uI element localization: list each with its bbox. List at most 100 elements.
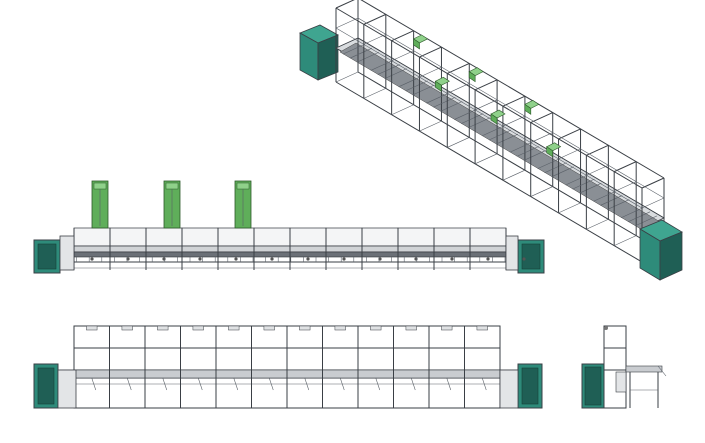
plan-conveyor-belt xyxy=(59,369,519,379)
iso-module-side xyxy=(468,71,476,83)
iso-roller xyxy=(551,166,574,178)
front-module-head xyxy=(236,182,250,190)
iso-gantry-mid xyxy=(447,83,470,94)
iso-cross-brace xyxy=(558,202,581,214)
iso-gantry-mid xyxy=(530,132,553,143)
isometric-view xyxy=(299,0,683,281)
plan-arm xyxy=(91,377,97,391)
front-cabinet-right xyxy=(517,239,545,274)
iso-roller xyxy=(627,211,651,223)
front-roller xyxy=(234,257,238,261)
plan-arm xyxy=(446,377,452,391)
plan-bracket xyxy=(476,325,488,331)
side-bracket xyxy=(615,371,627,393)
front-panel xyxy=(109,227,147,247)
iso-bottom-rail xyxy=(357,71,665,253)
iso-gantry-mid xyxy=(419,66,442,78)
plan-arm xyxy=(233,377,239,391)
iso-module-side xyxy=(435,80,442,92)
iso-cabinet-right xyxy=(639,219,683,281)
iso-gantry-cross xyxy=(335,0,355,9)
iso-gantry-mid-rail xyxy=(357,17,665,199)
front-panel xyxy=(361,227,399,247)
front-module-head xyxy=(165,182,179,190)
iso-process-modules xyxy=(412,34,562,158)
iso-roller xyxy=(621,207,644,219)
front-panel xyxy=(145,227,183,247)
iso-conveyor-frame xyxy=(335,37,665,263)
front-panel xyxy=(469,227,507,247)
iso-gantry-cross xyxy=(419,46,442,58)
iso-gantry-mid xyxy=(502,115,526,127)
iso-gantry-mid-rail xyxy=(335,27,643,209)
iso-bottom-rail xyxy=(335,81,643,263)
plan-bracket xyxy=(263,325,275,331)
iso-cross-brace xyxy=(419,120,442,132)
plan-bracket xyxy=(405,325,417,331)
iso-module-side xyxy=(546,146,553,158)
iso-gantry-cross xyxy=(391,30,414,42)
iso-module-side xyxy=(413,38,420,50)
front-roller xyxy=(162,257,166,261)
iso-gantry-cross xyxy=(558,128,581,140)
plan-cabinet-right xyxy=(517,363,543,409)
iso-roller xyxy=(537,158,560,169)
iso-cross-brace xyxy=(614,235,637,246)
iso-roller xyxy=(481,125,505,137)
iso-roller xyxy=(412,84,435,96)
iso-roller xyxy=(440,101,463,112)
front-roller xyxy=(198,257,202,261)
iso-roller xyxy=(454,109,477,120)
plan-bracket xyxy=(299,325,311,331)
front-conveyor-body xyxy=(59,227,526,271)
iso-roller xyxy=(398,76,421,88)
plan-bracket xyxy=(441,325,453,331)
iso-cabinet-left xyxy=(299,24,339,81)
iso-cross-brace xyxy=(502,169,526,181)
front-roller xyxy=(414,257,418,261)
iso-gantry-mid xyxy=(558,148,581,160)
front-roller xyxy=(342,257,346,261)
iso-roller xyxy=(523,150,546,161)
iso-roller xyxy=(349,47,373,59)
front-panel xyxy=(325,227,363,247)
iso-roller xyxy=(433,96,456,108)
plan-arm xyxy=(268,377,274,391)
plan-end-plate xyxy=(499,369,519,409)
plan-view xyxy=(33,325,543,409)
iso-gantry-mid xyxy=(335,17,359,29)
iso-gantry-cross xyxy=(613,161,637,173)
iso-roller xyxy=(516,146,539,157)
plan-bracket xyxy=(121,325,133,331)
front-module-head xyxy=(93,182,107,190)
iso-roller xyxy=(579,182,602,194)
iso-gantry-mid xyxy=(474,99,498,111)
iso-roller xyxy=(509,141,532,153)
iso-roller xyxy=(461,113,484,124)
side-frame xyxy=(603,325,667,409)
front-process-modules xyxy=(91,180,252,229)
plan-conveyor-body xyxy=(57,325,519,409)
plan-bracket xyxy=(192,325,204,331)
iso-gantry-rail xyxy=(360,0,665,179)
iso-roller xyxy=(342,43,366,55)
side-bolt xyxy=(604,326,608,330)
plan-bracket xyxy=(228,325,240,331)
front-roller xyxy=(522,257,526,261)
plan-arm xyxy=(375,377,381,391)
iso-gantry-rail xyxy=(335,7,643,189)
plan-cabinet-left xyxy=(33,363,59,409)
iso-roller xyxy=(544,162,567,174)
iso-roller xyxy=(488,129,512,141)
plan-arm xyxy=(126,377,132,391)
plan-arm xyxy=(162,377,168,391)
iso-roller xyxy=(593,191,616,202)
front-panel xyxy=(397,227,435,247)
iso-module-side xyxy=(524,103,532,115)
front-elevation-view xyxy=(33,180,545,274)
iso-cross-brace xyxy=(474,153,498,165)
iso-roller xyxy=(370,60,393,71)
iso-gantry-mid xyxy=(641,197,665,209)
